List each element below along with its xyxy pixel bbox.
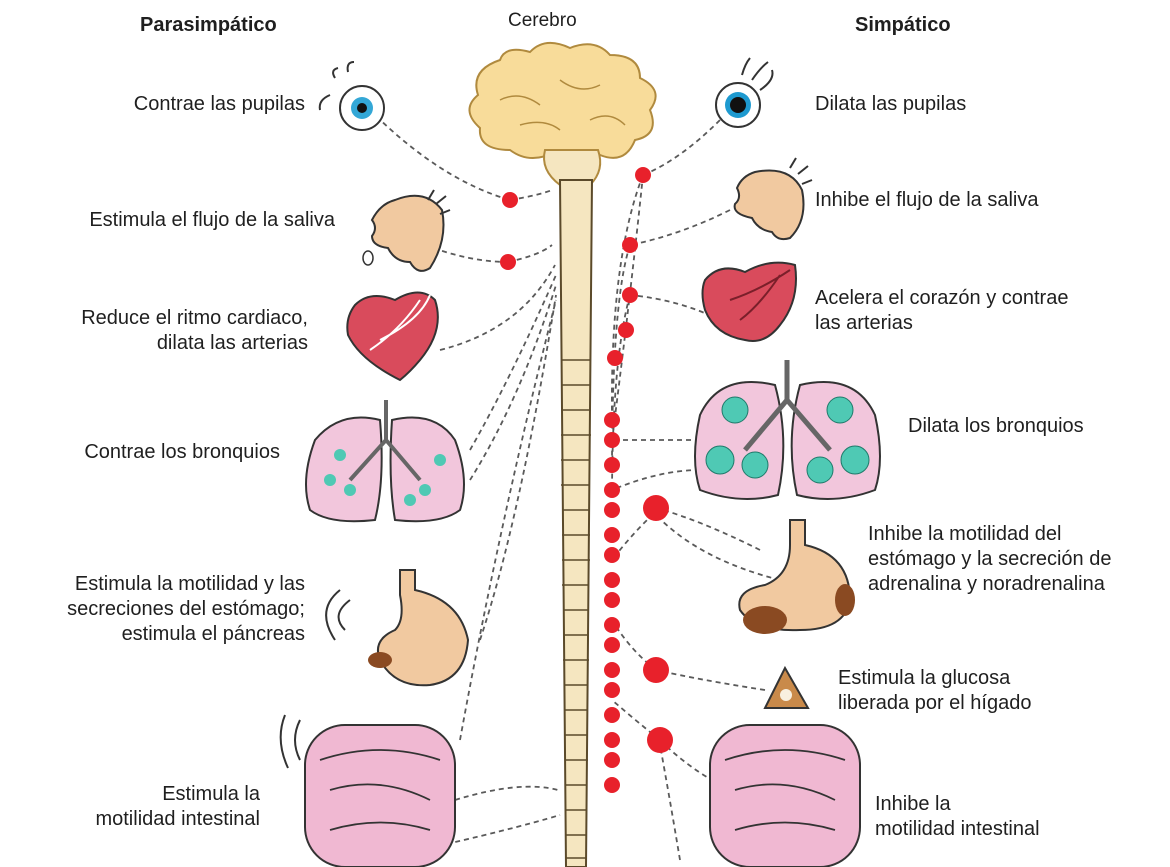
symp-label-heart: Acelera el corazón y contrae las arteria… [815,286,1068,336]
symp-label-stomach-line-2: estómago y la secreción de [868,547,1111,572]
para-eye-icon [320,62,384,130]
para-label-intestine-line-2: motilidad intestinal [95,807,260,832]
symp-label-saliva-line-1: Inhibe el flujo de la saliva [815,188,1038,213]
symp-salivary-head-icon [735,158,812,239]
symp-label-liver-line-2: liberada por el hígado [838,691,1031,716]
para-label-pupils-line-1: Contrae las pupilas [134,92,305,117]
para-heart-icon [347,293,438,381]
para-label-stomach-line-1: Estimula la motilidad y las [67,572,305,597]
para-label-intestine: Estimula la motilidad intestinal [95,782,260,832]
symp-label-lungs-line-1: Dilata los bronquios [908,414,1084,439]
symp-eye-icon [716,58,773,127]
para-label-intestine-line-1: Estimula la [95,782,260,807]
para-label-lungs-line-1: Contrae los bronquios [84,440,280,465]
brain-icon [469,43,655,185]
symp-label-intestine-line-1: Inhibe la [875,792,1040,817]
symp-label-liver-line-1: Estimula la glucosa [838,666,1031,691]
symp-intestine-icon [710,725,860,867]
symp-label-heart-line-1: Acelera el corazón y contrae [815,286,1068,311]
para-stomach-icon [326,570,468,685]
symp-label-heart-line-2: las arterias [815,311,1068,336]
symp-label-intestine: Inhibe la motilidad intestinal [875,792,1040,842]
symp-label-stomach: Inhibe la motilidad del estómago y la se… [868,522,1111,597]
para-label-heart: Reduce el ritmo cardiaco, dilata las art… [81,306,308,356]
para-label-lungs: Contrae los bronquios [84,440,280,465]
symp-label-stomach-line-3: adrenalina y noradrenalina [868,572,1111,597]
para-label-saliva: Estimula el flujo de la saliva [89,208,335,233]
para-label-stomach-line-2: secreciones del estómago; [67,597,305,622]
symp-label-pupils-line-1: Dilata las pupilas [815,92,966,117]
para-label-saliva-line-1: Estimula el flujo de la saliva [89,208,335,233]
para-label-stomach: Estimula la motilidad y las secreciones … [67,572,305,647]
para-label-heart-line-1: Reduce el ritmo cardiaco, [81,306,308,331]
para-label-stomach-line-3: estimula el páncreas [67,622,305,647]
symp-liver-icon [765,668,808,708]
symp-label-lungs: Dilata los bronquios [908,414,1084,439]
para-intestine-icon [281,715,455,867]
symp-label-intestine-line-2: motilidad intestinal [875,817,1040,842]
para-label-heart-line-2: dilata las arterias [81,331,308,356]
symp-label-stomach-line-1: Inhibe la motilidad del [868,522,1111,547]
symp-lungs-icon [695,360,880,499]
symp-label-saliva: Inhibe el flujo de la saliva [815,188,1038,213]
symp-label-liver: Estimula la glucosa liberada por el híga… [838,666,1031,716]
symp-heart-icon [703,263,797,341]
para-lungs-icon [306,400,464,521]
spinal-cord [560,180,592,867]
symp-label-pupils: Dilata las pupilas [815,92,966,117]
symp-stomach-adrenal-icon [739,520,855,634]
para-label-pupils: Contrae las pupilas [134,92,305,117]
para-salivary-head-icon [363,190,450,271]
